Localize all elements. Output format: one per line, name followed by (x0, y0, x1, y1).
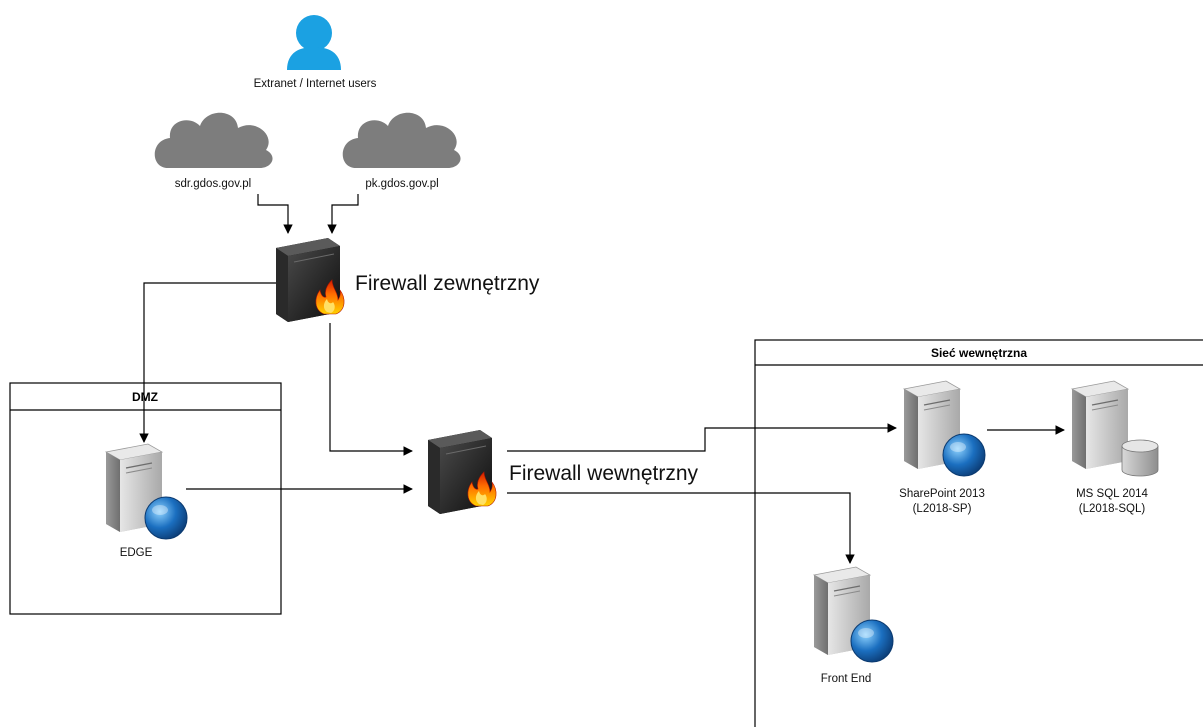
database-icon (1121, 439, 1159, 477)
edge-intfw-to-frontend (507, 492, 855, 564)
dmz-title: DMZ (132, 390, 158, 404)
sharepoint-label-line2: (L2018-SP) (913, 503, 972, 515)
users-label: Extranet / Internet users (254, 78, 377, 90)
cloud-pk-label: pk.gdos.gov.pl (365, 178, 438, 190)
edge-intfw-to-sharepoint (507, 423, 897, 452)
frontend-label: Front End (821, 673, 872, 685)
firewall-icon (275, 237, 345, 323)
globe-icon (850, 619, 894, 663)
edge-server-label: EDGE (120, 547, 153, 559)
cloud-sdr-label: sdr.gdos.gov.pl (175, 178, 252, 190)
cloud-icon (342, 112, 461, 168)
firewall-icon (427, 429, 497, 515)
globe-icon (144, 496, 188, 540)
internal-firewall-label: Firewall wewnętrzny (509, 462, 699, 485)
external-firewall-label: Firewall zewnętrzny (355, 272, 540, 295)
sql-label-line2: (L2018-SQL) (1079, 503, 1146, 515)
internal-network-title: Sieć wewnętrzna (931, 346, 1027, 360)
internal-network-container: Sieć wewnętrzna (754, 339, 1203, 727)
globe-icon (942, 433, 986, 477)
connections (139, 194, 1065, 564)
edge-firewall-to-edge (139, 282, 276, 443)
sharepoint-label-line1: SharePoint 2013 (899, 488, 985, 500)
server-icon (1071, 380, 1129, 470)
edge-pk-to-firewall (327, 194, 359, 234)
edge-extfw-to-intfw (329, 323, 413, 456)
cloud-icon (154, 112, 273, 168)
user-icon (287, 15, 341, 70)
sql-label-line1: MS SQL 2014 (1076, 488, 1148, 500)
edge-sdr-to-firewall (257, 194, 293, 234)
